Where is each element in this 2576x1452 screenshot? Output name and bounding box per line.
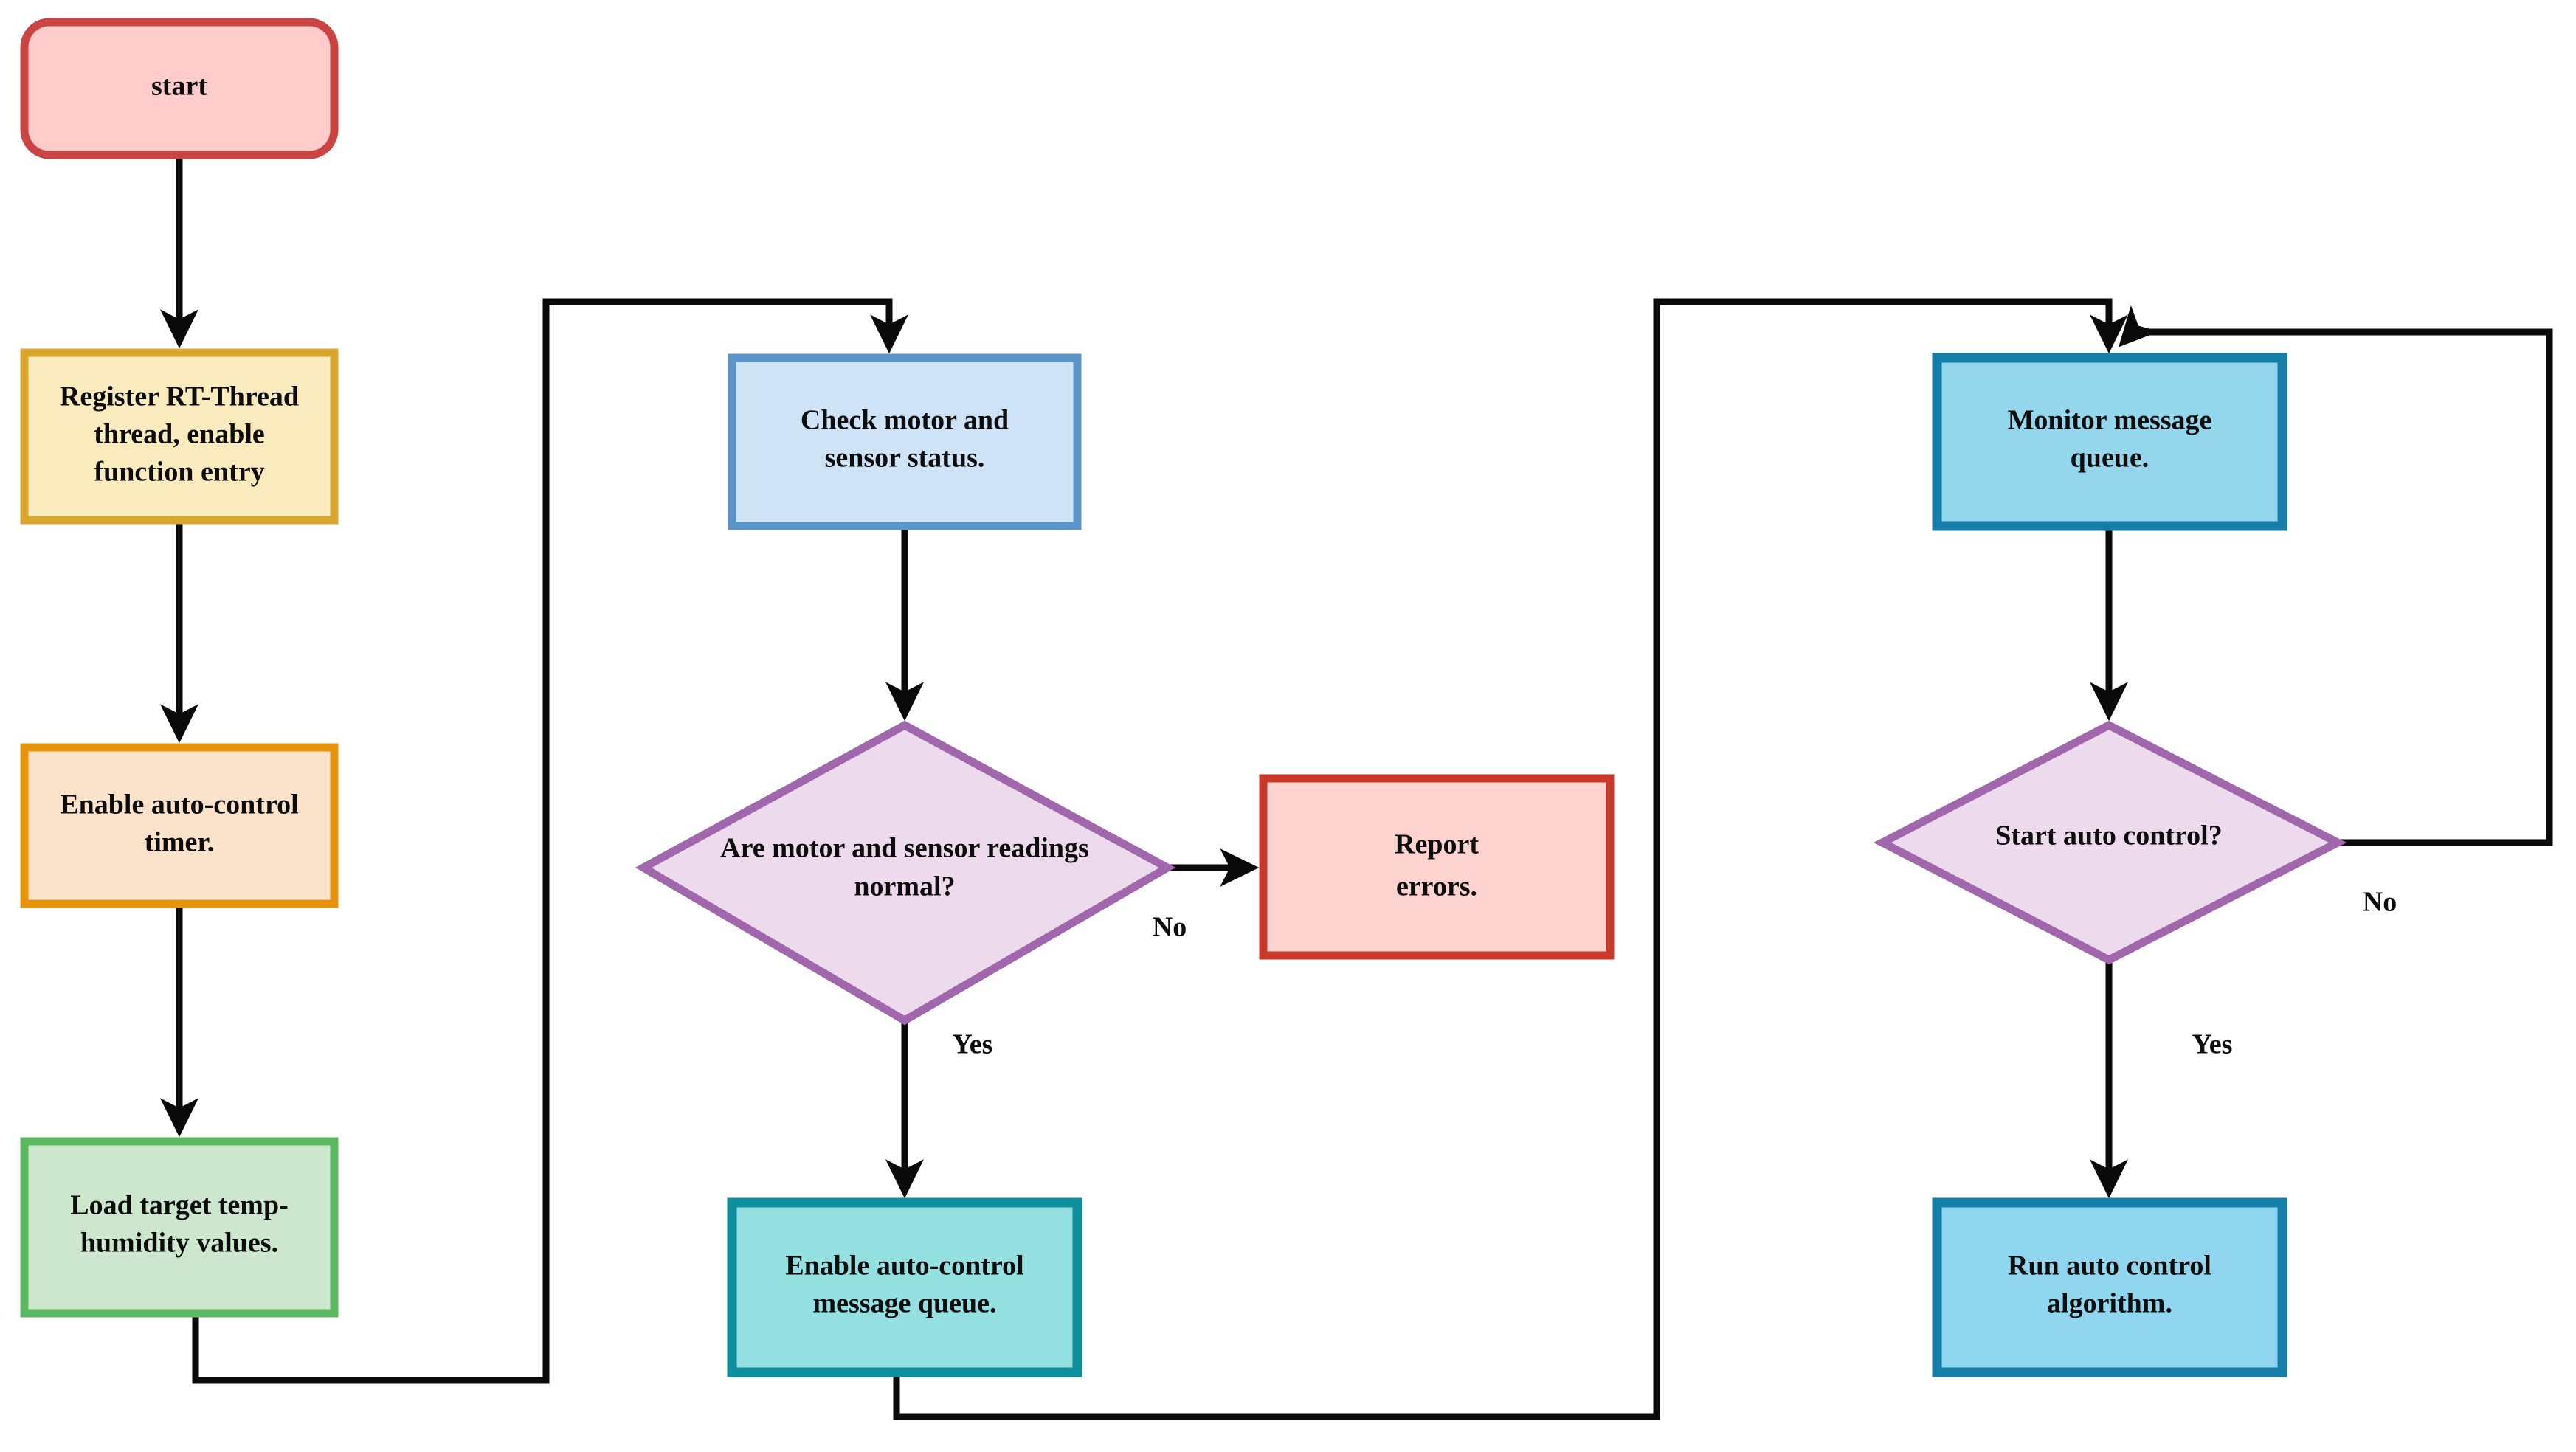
- edge-auto-no-to-monitor: [2119, 305, 2553, 846]
- node-enable-queue-line-2: message queue.: [812, 1288, 996, 1319]
- node-start-auto-control-shape[interactable]: [1874, 720, 2347, 965]
- node-load-targets-shape[interactable]: [20, 1137, 339, 1318]
- node-check-status-shape[interactable]: [728, 353, 1082, 530]
- node-enable-timer-line-2: timer.: [145, 827, 215, 858]
- edge-label-layer: No Yes No Yes: [953, 887, 2397, 1060]
- node-run-algorithm-line-2: algorithm.: [2047, 1288, 2172, 1319]
- node-monitor-queue-line-2: queue.: [2071, 443, 2149, 474]
- node-monitor-queue-shape[interactable]: [1932, 353, 2287, 531]
- node-start-shape[interactable]: [20, 18, 339, 159]
- node-monitor-queue[interactable]: Monitor message queue.: [1932, 353, 2287, 531]
- node-report-errors-line-2: errors.: [1396, 871, 1477, 902]
- node-report-errors-line-1: Report: [1395, 829, 1479, 860]
- connector-layer: [159, 155, 2553, 1420]
- node-start-auto-control[interactable]: Start auto control?: [1874, 720, 2347, 965]
- node-register-thread-line-1: Register RT-Thread: [60, 381, 299, 412]
- node-load-targets[interactable]: Load target temp- humidity values.: [20, 1137, 339, 1318]
- edge-queue-to-monitor: [893, 298, 2129, 1420]
- node-register-thread-line-2: thread, enable: [94, 419, 265, 450]
- node-run-algorithm[interactable]: Run auto control algorithm.: [1932, 1197, 2287, 1377]
- node-run-algorithm-line-1: Run auto control: [2008, 1251, 2211, 1282]
- node-register-thread-shape[interactable]: [20, 348, 339, 525]
- node-enable-queue-shape[interactable]: [727, 1197, 1082, 1377]
- edge-label-no-readings: No: [1153, 912, 1187, 943]
- edge-load-to-check: [192, 298, 909, 1384]
- edge-label-no-auto-control: No: [2363, 887, 2397, 918]
- node-report-errors[interactable]: Report errors.: [1259, 774, 1615, 960]
- node-check-status[interactable]: Check motor and sensor status.: [728, 353, 1082, 530]
- node-check-status-line-1: Check motor and: [801, 405, 1009, 436]
- node-load-targets-line-1: Load target temp-: [70, 1190, 288, 1221]
- node-start[interactable]: start: [20, 18, 339, 159]
- node-check-status-line-2: sensor status.: [825, 443, 985, 474]
- node-enable-queue[interactable]: Enable auto-control message queue.: [727, 1197, 1082, 1377]
- node-start-label: start: [151, 71, 207, 102]
- node-load-targets-line-2: humidity values.: [80, 1228, 278, 1259]
- node-readings-normal-line-2: normal?: [854, 871, 955, 902]
- node-register-thread[interactable]: Register RT-Thread thread, enable functi…: [20, 348, 339, 525]
- node-report-errors-shape[interactable]: [1259, 774, 1615, 960]
- node-layer: start Register RT-Thread thread, enable …: [20, 18, 2347, 1377]
- node-enable-timer[interactable]: Enable auto-control timer.: [20, 743, 339, 908]
- node-enable-timer-shape[interactable]: [20, 743, 339, 908]
- node-readings-normal-shape[interactable]: [635, 720, 1176, 1026]
- node-monitor-queue-line-1: Monitor message: [2008, 405, 2212, 436]
- edge-label-yes-readings: Yes: [953, 1029, 993, 1060]
- node-run-algorithm-shape[interactable]: [1932, 1197, 2287, 1377]
- node-register-thread-line-3: function entry: [94, 457, 264, 488]
- node-start-auto-control-label: Start auto control?: [1995, 820, 2223, 851]
- node-readings-normal[interactable]: Are motor and sensor readings normal?: [635, 720, 1176, 1026]
- edge-label-yes-auto-control: Yes: [2192, 1029, 2233, 1060]
- node-enable-queue-line-1: Enable auto-control: [785, 1251, 1023, 1282]
- node-readings-normal-line-1: Are motor and sensor readings: [720, 833, 1089, 864]
- node-enable-timer-line-1: Enable auto-control: [60, 789, 298, 820]
